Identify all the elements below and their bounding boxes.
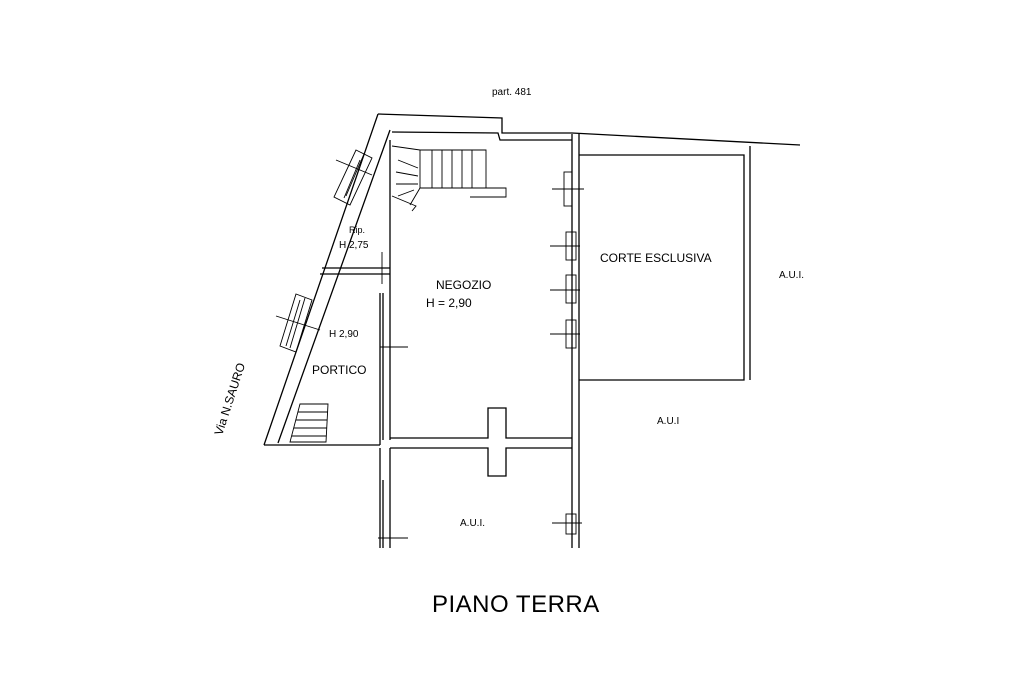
storage-name-label: Rip.: [349, 225, 365, 235]
aui-bottom-label: A.U.I.: [460, 518, 485, 529]
courtyard-label: CORTE ESCLUSIVA: [600, 251, 712, 265]
staircase: [391, 145, 507, 212]
aui-middle-label: A.U.I: [657, 416, 679, 427]
shop-height-label: H = 2,90: [426, 296, 472, 310]
portico-name-label: PORTICO: [312, 363, 366, 377]
portico-height-label: H 2,90: [329, 329, 359, 340]
aui-right-label: A.U.I.: [779, 270, 804, 281]
floor-title: PIANO TERRA: [432, 591, 600, 618]
storage-height-label: H 2,75: [339, 240, 369, 251]
street-label: Via N.SAURO: [212, 361, 249, 437]
parcel-label: part. 481: [492, 87, 532, 98]
west-window-upper: [333, 149, 373, 206]
shop-name-label: NEGOZIO: [436, 278, 491, 292]
opening-markers: [378, 171, 584, 539]
portico-steps: [289, 403, 329, 443]
west-window-lower: [275, 293, 321, 353]
